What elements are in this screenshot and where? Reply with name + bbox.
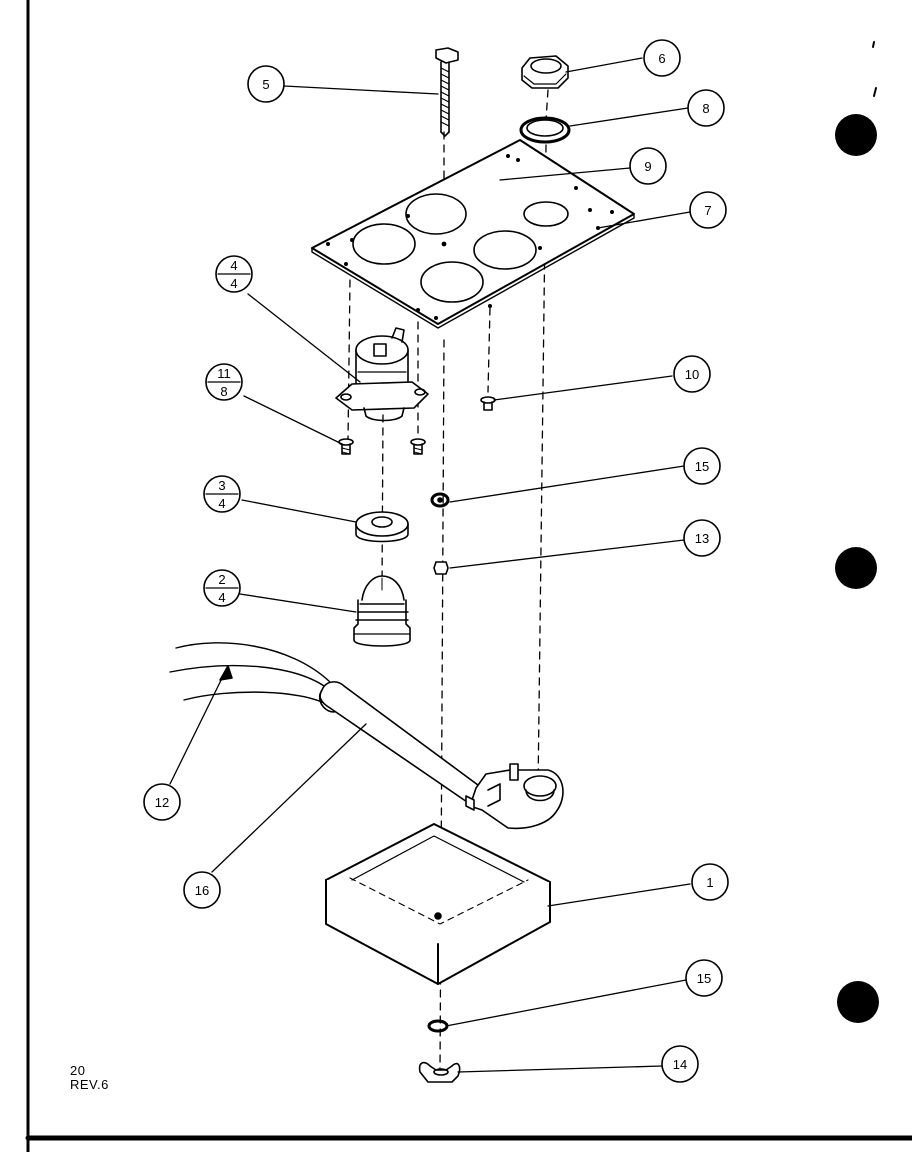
callout-11-denominator: 8 [220, 384, 227, 399]
part-10-screw [480, 396, 496, 411]
part-8-ring [519, 116, 571, 144]
callout-7-label: 7 [704, 203, 711, 218]
callout-1-label: 1 [706, 875, 713, 890]
callout-10-label: 10 [685, 367, 699, 382]
callout-6-label: 6 [658, 51, 665, 66]
callout-4-denominator: 4 [230, 276, 237, 291]
callout-8-label: 8 [702, 101, 709, 116]
binder-hole-top [835, 114, 877, 156]
callout-12-label: 12 [155, 795, 169, 810]
fraction-bars [205, 273, 251, 589]
part-12-wires [169, 642, 333, 705]
callout-15-lower-label: 15 [697, 971, 711, 986]
callout-11-numerator: 11 [217, 366, 231, 381]
sensor-bracket [465, 763, 564, 830]
callout-13-label: 13 [695, 531, 709, 546]
part-11-screw-left [338, 438, 354, 455]
callout-5-label: 5 [262, 77, 269, 92]
part-13-nut [433, 561, 449, 575]
callout-2-denominator: 4 [218, 590, 225, 605]
page-footer: 20 REV.6 [70, 1064, 109, 1092]
callout-3-numerator: 3 [218, 478, 225, 493]
revision-label: REV.6 [70, 1077, 109, 1092]
binder-hole-middle [835, 547, 877, 589]
part-14-wing-nut [418, 1061, 461, 1083]
part-7-mounting-plate [311, 139, 635, 329]
part-15-washer-upper [430, 492, 450, 508]
part-4-switch-body [335, 327, 429, 422]
part-11-screw-right [410, 438, 426, 455]
callout-16-label: 16 [195, 883, 209, 898]
binder-hole-bottom [837, 981, 879, 1023]
page-number: 20 [70, 1063, 86, 1078]
scan-mark [872, 41, 875, 48]
scan-mark [873, 87, 877, 97]
callout-leaders [169, 57, 691, 1073]
part-6-nut [521, 55, 569, 89]
part-15-washer-lower [427, 1019, 449, 1033]
callout-circles [143, 39, 729, 1083]
callout-12-arrowhead [219, 665, 233, 681]
callout-2-numerator: 2 [218, 572, 225, 587]
part-3-grommet [355, 511, 409, 543]
callout-4-numerator: 4 [230, 258, 237, 273]
callout-15-upper-label: 15 [695, 459, 709, 474]
part-16-sensor-tube [318, 681, 483, 805]
part-2-knob [353, 575, 411, 647]
callout-14-label: 14 [673, 1057, 687, 1072]
callout-3-denominator: 4 [218, 496, 225, 511]
part-1-box [325, 823, 551, 985]
callout-9-label: 9 [644, 159, 651, 174]
part-5-screw [435, 47, 459, 137]
